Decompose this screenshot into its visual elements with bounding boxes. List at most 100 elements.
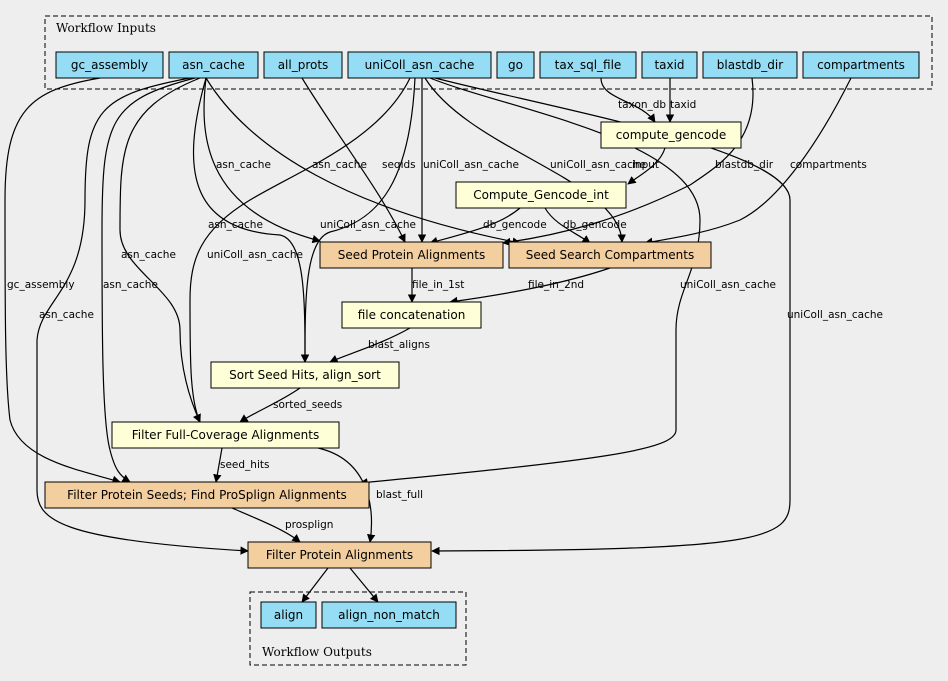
node-compute-gencode[interactable]: compute_gencode (600, 121, 742, 149)
edge-label-unicoll-c: uniColl_asn_cache (320, 219, 416, 231)
edge-align-non-match (349, 567, 379, 603)
node-filter-full-coverage[interactable]: Filter Full-Coverage Alignments (111, 421, 340, 449)
edge-asn-cache-b (205, 77, 521, 246)
edge-label-taxon-db: taxon_db (618, 99, 666, 111)
node-align-non-match-label: align_non_match (338, 608, 440, 622)
edge-asn-cache-c (192, 77, 310, 363)
edge-asn-cache-f (36, 77, 249, 555)
edge-label-unicoll-a: uniColl_asn_cache (423, 159, 519, 171)
edge-label-unicoll-d: uniColl_asn_cache (207, 249, 303, 261)
edge-label-blast-aligns: blast_aligns (368, 339, 430, 351)
edge-label-file-in-1st: file_in_1st (412, 279, 464, 291)
node-filter-full-coverage-label: Filter Full-Coverage Alignments (132, 428, 319, 442)
edge-label-asn-cache-e: asn_cache (103, 279, 158, 291)
node-asn-cache[interactable]: asn_cache (168, 51, 259, 79)
node-seed-search-compartments[interactable]: Seed Search Compartments (508, 241, 712, 269)
edge-input (627, 147, 666, 185)
edge-label-db-gencode-a: db_gencode (483, 219, 547, 231)
node-tax-sql-file[interactable]: tax_sql_file (539, 51, 637, 79)
workflow-outputs-title: Workflow Outputs (262, 645, 372, 659)
edge-label-blastdb-dir: blastdb_dir (715, 159, 774, 171)
output-nodes: align align_non_match (260, 601, 457, 629)
edge-blastdb-dir (502, 77, 754, 247)
node-compute-gencode-int[interactable]: Compute_Gencode_int (455, 181, 627, 209)
node-gc-assembly-label: gc_assembly (71, 58, 148, 72)
workflow-inputs-cluster (44, 15, 933, 90)
node-all-prots[interactable]: all_prots (263, 51, 343, 79)
node-blastdb-dir[interactable]: blastdb_dir (702, 51, 798, 79)
edge-label-compartments: compartments (790, 159, 867, 171)
edge-label-blast-full: blast_full (376, 489, 423, 501)
node-taxid-label: taxid (654, 58, 684, 72)
edge-label-asn-cache-c: asn_cache (208, 219, 263, 231)
node-taxid[interactable]: taxid (641, 51, 698, 79)
node-unicoll-asn-cache[interactable]: uniColl_asn_cache (347, 51, 492, 79)
node-align-label: align (274, 608, 303, 622)
node-seed-search-compartments-label: Seed Search Compartments (526, 248, 695, 262)
edge-unicoll-d (189, 77, 411, 423)
edge-label-unicoll-f: uniColl_asn_cache (787, 309, 883, 321)
input-nodes: gc_assembly asn_cache all_prots uniColl_… (55, 51, 920, 79)
node-unicoll-asn-cache-label: uniColl_asn_cache (365, 58, 475, 72)
node-file-concatenation-label: file concatenation (358, 308, 466, 322)
edge-seed-hits (213, 447, 223, 483)
edge-db-gencode-a (429, 207, 521, 246)
edge-prosplign (231, 507, 301, 543)
edge-labels: taxon_db taxid input blastdb_dir compart… (7, 99, 883, 531)
edges (4, 77, 852, 603)
node-go-label: go (508, 58, 523, 72)
edge-label-sorted-seeds: sorted_seeds (273, 399, 342, 411)
edge-label-unicoll-e: uniColl_asn_cache (680, 279, 776, 291)
node-seed-protein-alignments[interactable]: Seed Protein Alignments (319, 241, 504, 269)
node-compute-gencode-int-label: Compute_Gencode_int (473, 188, 609, 202)
edge-unicoll-f (431, 77, 791, 556)
edge-asn-cache-d (119, 77, 201, 423)
edge-label-db-gencode-b: db_gencode (563, 219, 627, 231)
node-file-concatenation[interactable]: file concatenation (341, 301, 482, 329)
edge-align (301, 567, 329, 603)
workflow-inputs-title: Workflow Inputs (56, 21, 156, 35)
edge-compartments (644, 77, 852, 246)
edge-label-asn-cache-d: asn_cache (121, 249, 176, 261)
node-align[interactable]: align (260, 601, 317, 629)
edge-blast-aligns (329, 327, 411, 363)
edge-asn-cache-a (203, 77, 321, 244)
node-align-non-match[interactable]: align_non_match (321, 601, 457, 629)
node-filter-protein-alignments-label: Filter Protein Alignments (266, 548, 413, 562)
edge-label-asn-cache-b: asn_cache (312, 159, 367, 171)
edge-label-prosplign: prosplign (285, 519, 333, 531)
edge-label-asn-cache-f: asn_cache (39, 309, 94, 321)
edge-label-input: input (632, 159, 659, 171)
edge-asn-cache-e (101, 77, 196, 483)
edge-seqids (301, 77, 406, 243)
edge-label-gc-assembly: gc_assembly (7, 279, 75, 291)
node-compartments[interactable]: compartments (802, 51, 920, 79)
edge-file-in-2nd (449, 267, 611, 306)
node-compute-gencode-label: compute_gencode (616, 128, 726, 142)
node-sort-seed-hits[interactable]: Sort Seed Hits, align_sort (210, 361, 400, 389)
workflow-outputs-cluster (249, 591, 467, 666)
step-nodes: compute_gencode Compute_Gencode_int Seed… (44, 121, 742, 569)
node-tax-sql-file-label: tax_sql_file (555, 58, 622, 72)
node-go[interactable]: go (496, 51, 535, 79)
node-blastdb-dir-label: blastdb_dir (717, 58, 783, 72)
edge-unicoll-c (300, 77, 416, 363)
node-sort-seed-hits-label: Sort Seed Hits, align_sort (229, 368, 381, 382)
edge-taxon-db (600, 77, 656, 123)
edge-label-seqids: seqids (382, 159, 416, 171)
node-asn-cache-label: asn_cache (182, 58, 245, 72)
edge-db-gencode-b (544, 207, 591, 244)
edge-label-seed-hits: seed_hits (220, 459, 269, 471)
edge-gc-assembly (4, 77, 121, 484)
edge-label-unicoll-b: uniColl_asn_cache (550, 159, 646, 171)
edge-label-taxid: taxid (670, 99, 696, 111)
node-gc-assembly[interactable]: gc_assembly (55, 51, 164, 79)
node-compartments-label: compartments (817, 58, 905, 72)
node-all-prots-label: all_prots (278, 58, 329, 72)
node-seed-protein-alignments-label: Seed Protein Alignments (338, 248, 485, 262)
edge-label-asn-cache-a: asn_cache (216, 159, 271, 171)
node-filter-protein-alignments[interactable]: Filter Protein Alignments (247, 541, 432, 569)
edge-unicoll-b (424, 77, 626, 243)
node-filter-protein-seeds[interactable]: Filter Protein Seeds; Find ProSplign Ali… (44, 481, 370, 509)
